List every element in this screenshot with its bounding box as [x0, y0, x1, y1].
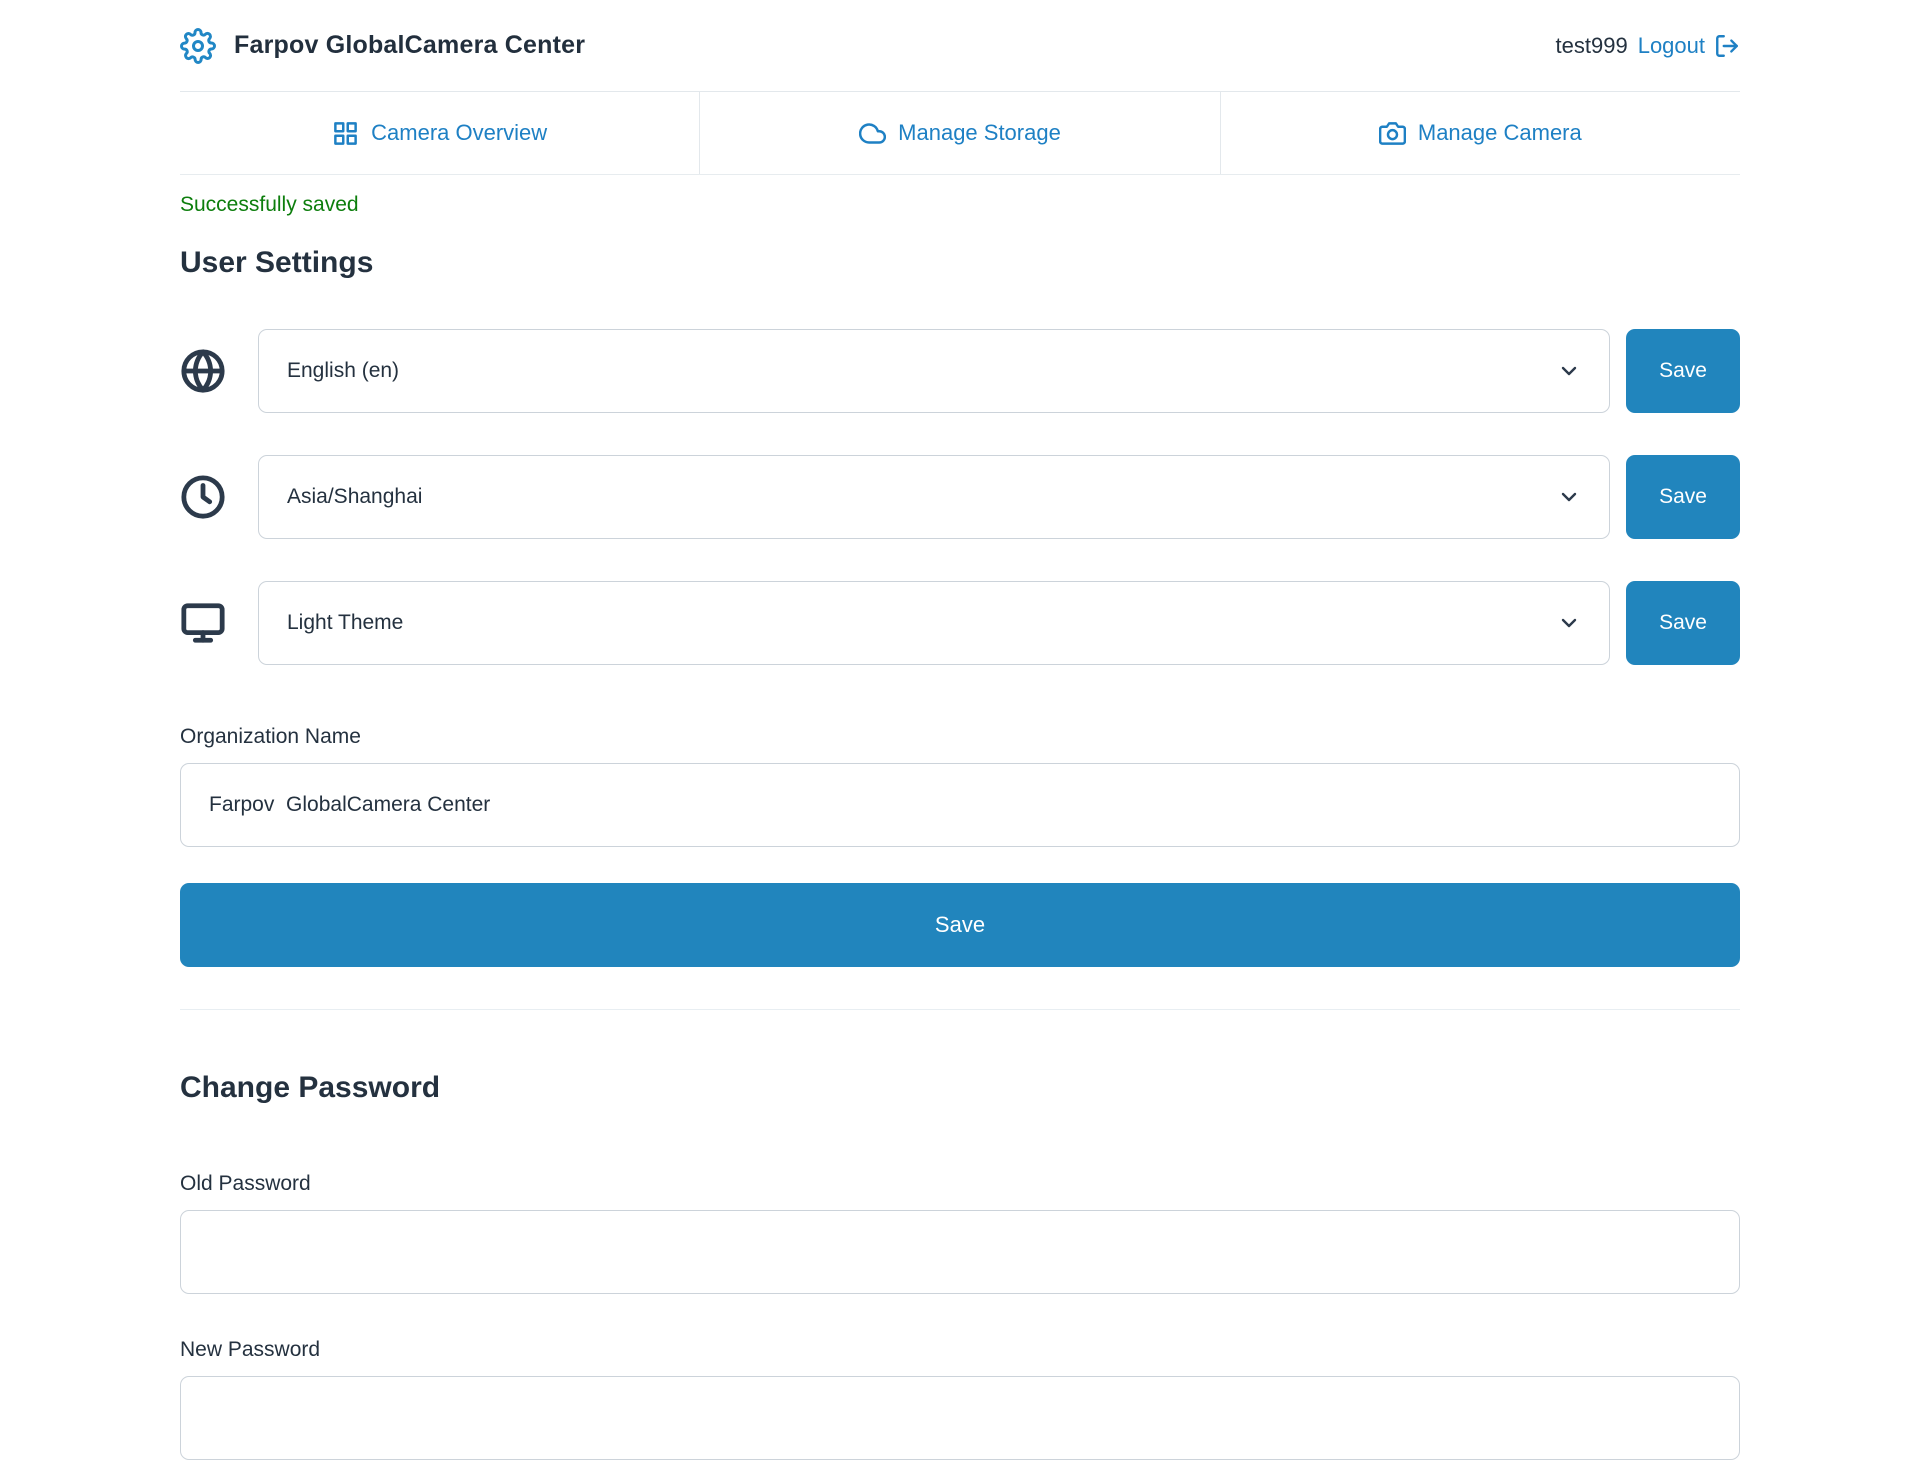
username: test999: [1555, 32, 1628, 58]
chevron-down-icon: [1557, 611, 1581, 635]
organization-name-label: Organization Name: [180, 725, 361, 748]
tab-label: Manage Camera: [1417, 120, 1582, 145]
language-save-button[interactable]: Save: [1626, 329, 1740, 413]
app-header: Farpov GlobalCamera Center test999 Logou…: [180, 0, 1740, 92]
page-container: Farpov GlobalCamera Center test999 Logou…: [180, 0, 1740, 1460]
logout-label: Logout: [1637, 32, 1705, 58]
logout-link[interactable]: Logout: [1638, 33, 1740, 59]
language-select[interactable]: English (en): [258, 329, 1610, 413]
change-password-heading: Change Password: [180, 1071, 441, 1104]
header-user-area: test999 Logout: [1556, 33, 1740, 59]
chevron-down-icon: [1557, 359, 1581, 383]
monitor-icon: [180, 600, 226, 646]
timezone-select-value: Asia/Shanghai: [287, 485, 423, 508]
tab-camera-overview[interactable]: Camera Overview: [180, 92, 699, 174]
tab-manage-storage[interactable]: Manage Storage: [699, 92, 1219, 174]
new-password-input[interactable]: [180, 1376, 1740, 1460]
camera-icon: [1378, 120, 1406, 147]
header-brand: Farpov GlobalCamera Center: [180, 27, 586, 64]
timezone-save-button[interactable]: Save: [1626, 455, 1740, 539]
tab-manage-camera[interactable]: Manage Camera: [1219, 92, 1740, 174]
gear-icon: [180, 27, 216, 64]
theme-setting-row: Light Theme Save: [180, 581, 1740, 665]
language-select-value: English (en): [287, 359, 400, 382]
theme-save-button[interactable]: Save: [1626, 581, 1740, 665]
clock-icon: [180, 474, 226, 520]
timezone-select[interactable]: Asia/Shanghai: [258, 455, 1610, 539]
grid-icon: [332, 120, 359, 147]
theme-select[interactable]: Light Theme: [258, 581, 1610, 665]
tab-label: Camera Overview: [371, 120, 548, 145]
success-message: Successfully saved: [180, 193, 359, 216]
theme-select-value: Light Theme: [287, 611, 404, 634]
main-tabs: Camera Overview Manage Storage Manage Ca…: [180, 92, 1740, 175]
app-title: Farpov GlobalCamera Center: [234, 31, 586, 59]
logout-icon: [1714, 33, 1740, 59]
user-settings-heading: User Settings: [180, 246, 374, 279]
globe-icon: [180, 348, 226, 394]
chevron-down-icon: [1557, 485, 1581, 509]
language-setting-row: English (en) Save: [180, 329, 1740, 413]
old-password-label: Old Password: [180, 1172, 311, 1195]
organization-save-button[interactable]: Save: [180, 883, 1740, 967]
timezone-setting-row: Asia/Shanghai Save: [180, 455, 1740, 539]
settings-main: Successfully saved User Settings English…: [180, 193, 1740, 1460]
old-password-input[interactable]: [180, 1210, 1740, 1294]
new-password-label: New Password: [180, 1338, 321, 1361]
organization-name-input[interactable]: [180, 763, 1740, 847]
tab-label: Manage Storage: [898, 120, 1061, 145]
cloud-icon: [859, 120, 887, 147]
section-divider: [180, 1009, 1740, 1010]
